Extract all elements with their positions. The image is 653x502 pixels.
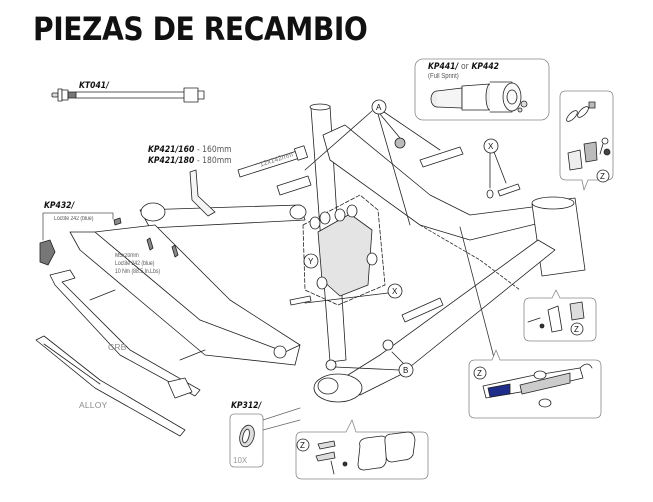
chainstay-protector-alloy — [35, 335, 186, 437]
kp432-bracket — [42, 212, 114, 241]
internal-guide-box — [468, 349, 602, 419]
callout-b: B — [403, 366, 408, 375]
callout-letters: A X Y X B Z Z Z Z — [300, 103, 605, 450]
callout-z-topright-circle — [596, 169, 610, 183]
rear-shock — [430, 81, 528, 113]
shock-box — [414, 58, 550, 121]
part-kp421-160-size: - 160mm — [196, 145, 232, 155]
callout-z-bb-circle — [296, 438, 310, 452]
callout-x-mid: X — [392, 287, 398, 296]
dropout-guard — [167, 377, 193, 399]
part-kp421-180-code: KP421/180 — [148, 156, 195, 166]
pivot-hardware — [39, 137, 521, 371]
crb-pointer — [89, 289, 116, 301]
callout-x-top-circle — [483, 138, 499, 154]
part-kp421-160-code: KP421/160 — [148, 145, 195, 155]
part-kp441-note: (Full Sprint) — [428, 73, 459, 80]
part-kp312: KP312/ — [231, 401, 261, 411]
callout-y-circle — [303, 253, 319, 269]
label-crb: CRB — [108, 342, 127, 352]
part-kp312-code: KP312/ — [231, 401, 262, 411]
page-title: PIEZAS DE RECAMBIO — [33, 10, 368, 48]
bolt-spec-torque: 10 Nm (88.5 In.Lbs) — [115, 269, 161, 275]
part-kp432-code: KP432/ — [44, 201, 75, 211]
part-kp441: KP441/ or KP442 — [428, 62, 499, 72]
rocker-link — [302, 194, 386, 306]
callout-z-headset: Z — [574, 325, 579, 334]
kp312-box — [229, 407, 301, 468]
callout-z-internal-circle — [473, 366, 487, 380]
part-kp441-code: KP441/ — [428, 62, 459, 72]
callout-a: A — [376, 103, 382, 112]
part-kp421-180-size: - 180mm — [196, 156, 232, 166]
part-kp442-code: KP442 — [471, 62, 499, 72]
alloy-pointer — [179, 349, 206, 361]
callout-y: Y — [308, 257, 314, 266]
callout-z-topright: Z — [600, 172, 605, 181]
part-kt041: KT041/ — [79, 81, 109, 91]
part-kp432-note: Loctite 242 (blue) — [54, 216, 94, 222]
part-kp421-160: KP421/160 - 160mm — [148, 145, 232, 155]
part-kp312-quantity: 10X — [233, 456, 248, 465]
label-alloy: ALLOY — [79, 400, 108, 410]
bolt-spec-loctite: Loctite 242 (blue) — [115, 261, 155, 267]
bolt-spec: M5x20mm Loctite 242 (blue) 10 Nm (88.5 I… — [115, 252, 160, 276]
cable-guide-box — [559, 90, 614, 191]
callout-markers — [296, 99, 610, 452]
thru-axle-kt041 — [51, 87, 205, 103]
bolt-spec-size: M5x20mm — [115, 253, 139, 259]
part-kp432: KP432/ — [44, 201, 74, 211]
rear-triangle — [69, 202, 307, 366]
headset-clip-box — [523, 289, 597, 342]
callout-x-mid-circle — [387, 283, 403, 299]
callout-a-circle — [371, 99, 387, 115]
callout-z-headset-circle — [570, 322, 584, 336]
part-kt041-code: KT041/ — [79, 81, 109, 91]
part-kp441-or: or — [460, 62, 469, 72]
callout-x-top: X — [488, 142, 494, 151]
part-kp421-180: KP421/180 - 180mm — [148, 156, 232, 166]
callout-z-internal: Z — [477, 369, 482, 378]
bb-cable-guide-box — [295, 419, 429, 480]
callout-z-bb: Z — [300, 441, 305, 450]
